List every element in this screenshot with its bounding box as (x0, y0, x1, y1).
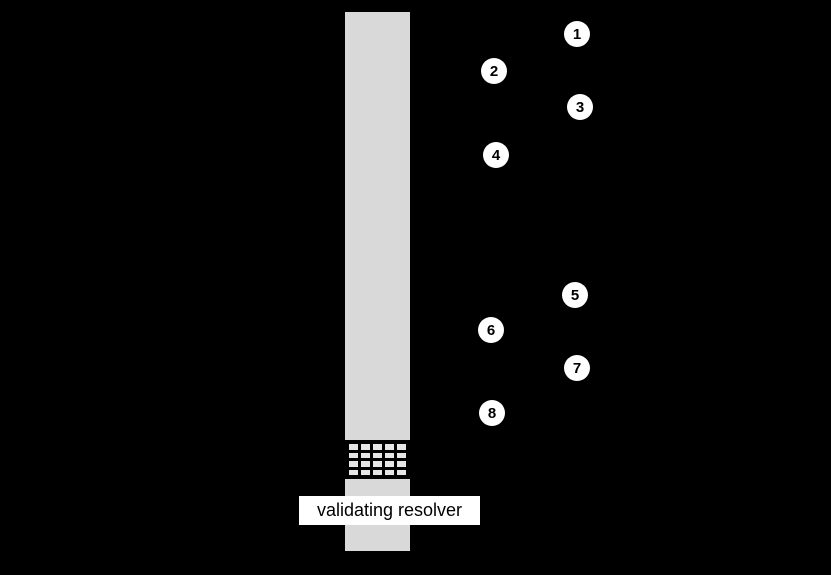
grid-cell (373, 469, 382, 475)
grid-cell (397, 452, 406, 458)
filter-grid (345, 440, 410, 479)
step-badge-7: 7 (564, 355, 590, 381)
step-badge-5: 5 (562, 282, 588, 308)
grid-cell (349, 444, 358, 450)
grid-cell (349, 461, 358, 467)
resolver-label: validating resolver (299, 496, 480, 525)
step-badge-8: 8 (479, 400, 505, 426)
grid-cell (373, 461, 382, 467)
grid-cell (397, 469, 406, 475)
grid-cell (361, 469, 370, 475)
grid-cell (385, 461, 394, 467)
step-badge-1: 1 (564, 21, 590, 47)
grid-cell (361, 452, 370, 458)
step-badge-3: 3 (567, 94, 593, 120)
grid-cell (385, 469, 394, 475)
grid-cell (397, 461, 406, 467)
grid-cell (385, 444, 394, 450)
step-badge-2: 2 (481, 58, 507, 84)
grid-cell (373, 452, 382, 458)
grid-cell (397, 444, 406, 450)
grid-cell (361, 444, 370, 450)
grid-cell (385, 452, 394, 458)
grid-cell (349, 452, 358, 458)
grid-cell (373, 444, 382, 450)
grid-cell (361, 461, 370, 467)
step-badge-6: 6 (478, 317, 504, 343)
grid-cell (349, 469, 358, 475)
step-badge-4: 4 (483, 142, 509, 168)
